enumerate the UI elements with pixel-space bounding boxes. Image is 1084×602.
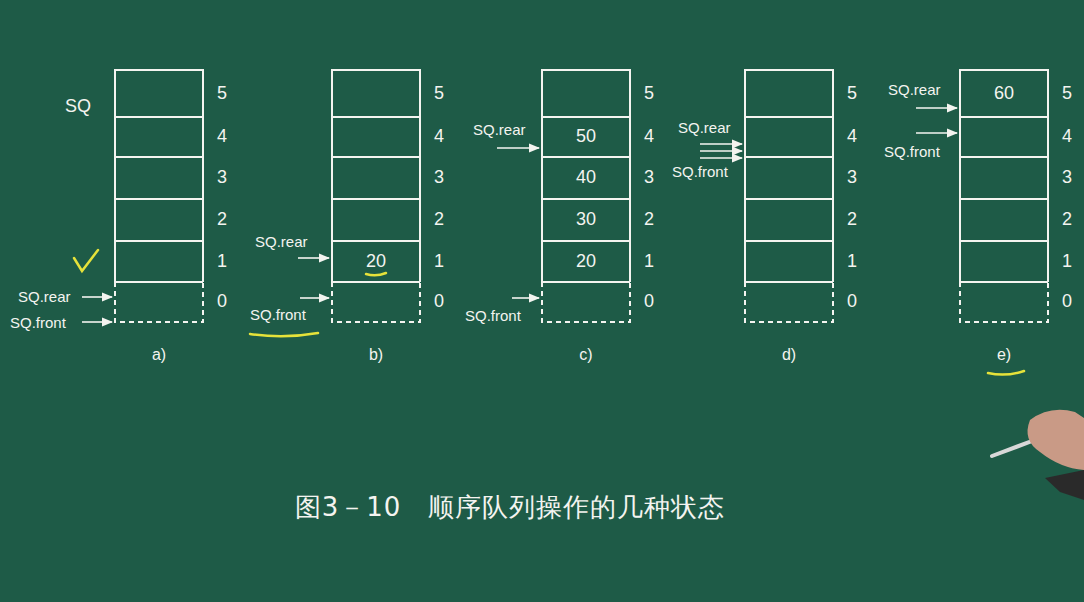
index-number: 2 [434, 210, 444, 230]
cell-value: 20 [576, 252, 596, 272]
index-number: 1 [217, 252, 227, 272]
cell-value: 40 [576, 168, 596, 188]
chalk-marks [74, 250, 1024, 375]
queue-array [115, 70, 203, 322]
index-number: 5 [644, 84, 654, 104]
index-number: 0 [1062, 292, 1072, 312]
index-number: 0 [434, 292, 444, 312]
index-number: 3 [217, 168, 227, 188]
front-pointer-label: SQ.front [884, 144, 940, 161]
figure-caption: 图3－10 顺序队列操作的几种状态 [295, 493, 726, 522]
index-number: 5 [434, 84, 444, 104]
queue-name: SQ [65, 97, 91, 117]
index-number: 1 [847, 252, 857, 272]
index-number: 0 [644, 292, 654, 312]
rear-pointer-label: SQ.rear [18, 289, 71, 306]
index-number: 3 [434, 168, 444, 188]
rear-pointer-label: SQ.rear [888, 82, 941, 99]
index-number: 2 [644, 210, 654, 230]
cell-value: 50 [576, 127, 596, 147]
teacher-hand [992, 410, 1084, 500]
index-number: 4 [644, 127, 654, 147]
index-number: 1 [644, 252, 654, 272]
index-number: 4 [434, 127, 444, 147]
rear-pointer-label: SQ.rear [255, 234, 308, 251]
index-number: 3 [644, 168, 654, 188]
queue-array [745, 70, 833, 322]
index-number: 5 [217, 84, 227, 104]
index-number: 4 [1062, 127, 1072, 147]
pointer-arrows [82, 108, 957, 322]
front-pointer-label: SQ.front [250, 307, 306, 324]
index-number: 0 [847, 292, 857, 312]
index-number: 4 [847, 127, 857, 147]
queue-array [960, 70, 1048, 322]
queue-cell: 50 [544, 119, 628, 155]
subfigure-label: a) [152, 346, 166, 364]
queue-cell: 60 [962, 72, 1046, 115]
rear-pointer-label: SQ.rear [678, 120, 731, 137]
index-number: 3 [847, 168, 857, 188]
subfigure-label: d) [782, 346, 796, 364]
queue-cell: 20 [334, 243, 418, 280]
queue-array [542, 70, 630, 322]
subfigure-label: e) [997, 346, 1011, 364]
subfigure-label: c) [579, 346, 592, 364]
front-pointer-label: SQ.front [465, 308, 521, 325]
front-pointer-label: SQ.front [10, 315, 66, 332]
index-number: 5 [847, 84, 857, 104]
rear-pointer-label: SQ.rear [473, 122, 526, 139]
cell-value: 60 [994, 84, 1014, 104]
index-number: 4 [217, 127, 227, 147]
cell-value: 20 [366, 252, 386, 272]
subfigure-label: b) [369, 346, 383, 364]
cell-value: 30 [576, 210, 596, 230]
queue-cell: 30 [544, 201, 628, 239]
queue-cell: 20 [544, 243, 628, 280]
index-number: 0 [217, 292, 227, 312]
index-number: 3 [1062, 168, 1072, 188]
index-number: 5 [1062, 84, 1072, 104]
index-number: 2 [1062, 210, 1072, 230]
queue-cell: 40 [544, 159, 628, 197]
index-number: 1 [434, 252, 444, 272]
index-number: 1 [1062, 252, 1072, 272]
queue-array [332, 70, 420, 322]
index-number: 2 [217, 210, 227, 230]
index-number: 2 [847, 210, 857, 230]
front-pointer-label: SQ.front [672, 164, 728, 181]
